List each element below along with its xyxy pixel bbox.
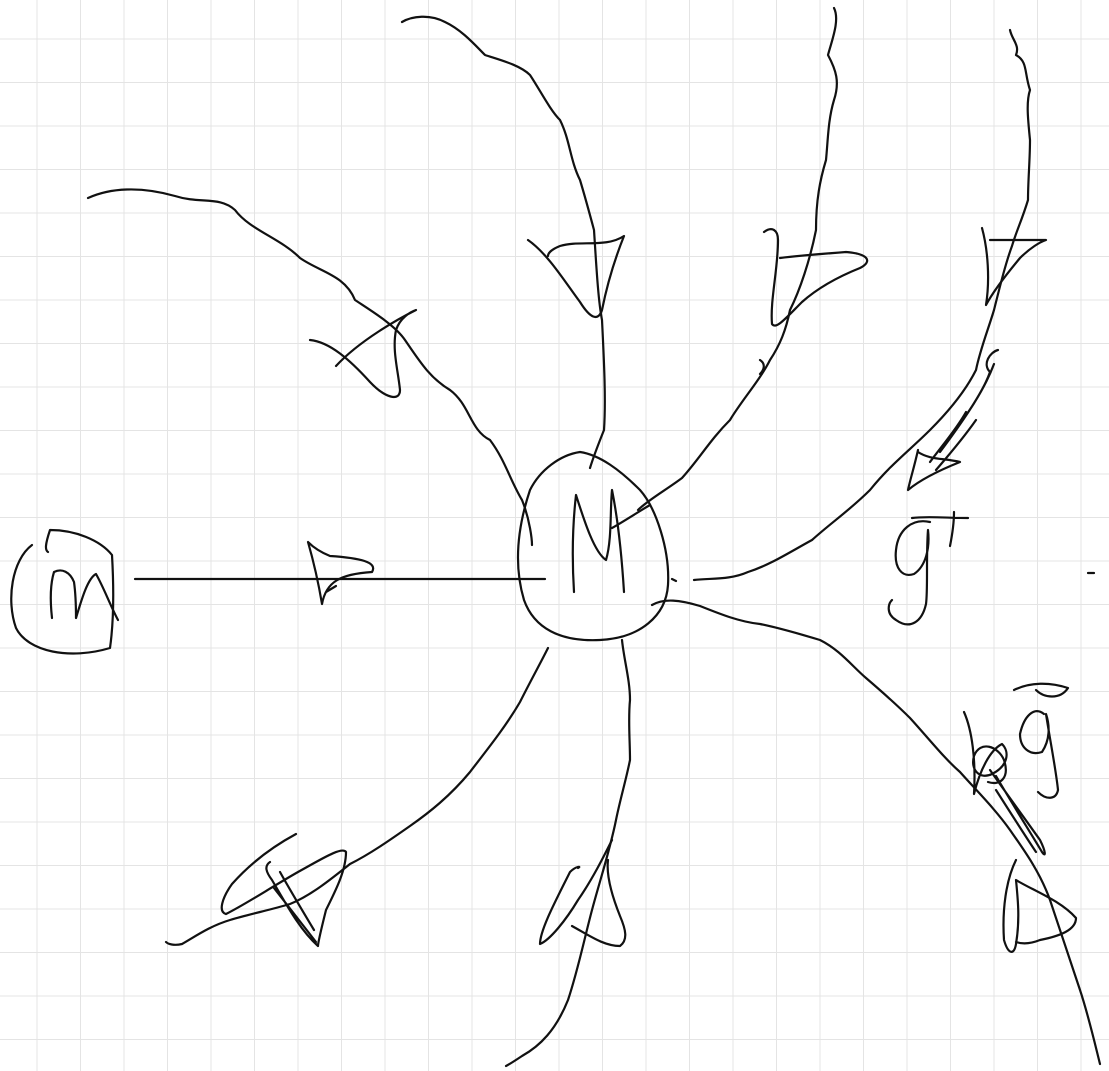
branch-far-right-hatch [906,348,1000,492]
branch-lower-right-arrowhead [1002,858,1078,953]
center-node-letter-n [571,488,626,594]
branch-lower-left-arrowhead [220,832,348,948]
branch-far-right-line [692,28,1032,582]
branch-bottom-line [504,638,632,1068]
branch-lower-right-scribble [962,682,1070,799]
branch-far-right [670,28,1096,626]
branch-far-right-dots [670,571,1096,583]
branch-lower-left-line [164,646,550,946]
branch-lower-left [164,646,550,948]
center-node-circle [516,450,670,642]
branch-far-right-arrowhead [980,226,1048,307]
left-node-circle [10,528,115,655]
branch-lower-right-line [650,599,1102,1066]
branch-top-arrowhead [526,234,626,319]
branch-far-right-plus [910,510,970,548]
branch-far-right-g [887,520,932,626]
branch-upper-right-line [636,6,838,512]
left-node [10,528,547,655]
center-node-tick [610,503,652,530]
left-node-letter-m [49,569,120,622]
branch-lower-right [650,599,1102,1066]
branch-upper-right [636,6,869,512]
branch-top [400,15,626,470]
left-edge-arrowhead [306,540,375,606]
branch-upper-left [86,188,534,547]
branch-bottom-arrowhead [538,838,627,948]
branch-upper-left-arrowhead [308,308,418,399]
center-node [516,450,670,642]
branch-lower-right-hatch [988,768,1046,856]
branch-top-line [400,15,606,470]
branch-bottom [504,638,632,1068]
branch-upper-left-line [86,188,534,547]
branch-upper-right-arrowhead [758,228,869,376]
